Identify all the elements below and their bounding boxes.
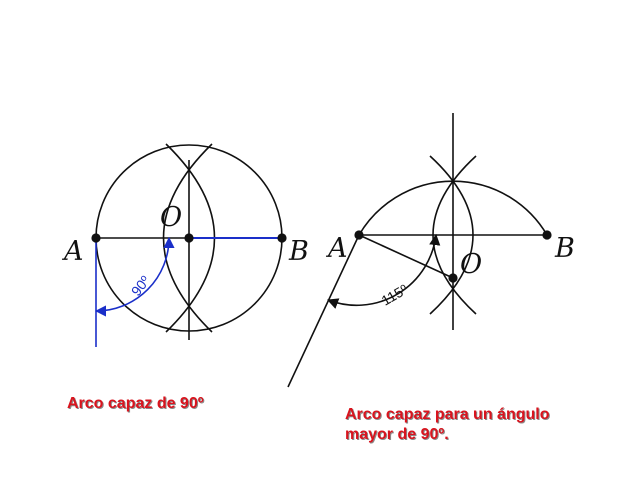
right-point-a [354,230,364,240]
right-point-b [542,230,552,240]
left-label-o: O [160,202,182,233]
left-angle-label: 90º [128,273,153,299]
right-angle-arc-115 [326,233,441,309]
right-label-o: O [460,249,482,280]
left-point-b [277,233,287,243]
figure-left [94,143,283,347]
right-label-b: B [554,233,575,264]
right-segment-a-o [358,234,454,279]
right-point-o [448,273,458,283]
left-angle-arc-90 [94,236,175,317]
left-points [91,233,287,243]
figure-right [287,113,548,388]
caption-right-line1: Arco capaz para un ángulo [345,406,550,423]
caption-left: Arco capaz de 90º [67,395,204,412]
right-angle-label: 115º [379,281,411,309]
caption-right: Arco capaz para un ángulo mayor de 90º. [345,405,549,445]
right-points [354,230,552,283]
left-point-a [91,233,101,243]
left-label-a: A [61,236,84,267]
caption-right-line2: mayor de 90º. [345,426,449,443]
right-label-a: A [325,233,348,264]
left-label-b: B [288,236,309,267]
left-point-o [184,233,194,243]
